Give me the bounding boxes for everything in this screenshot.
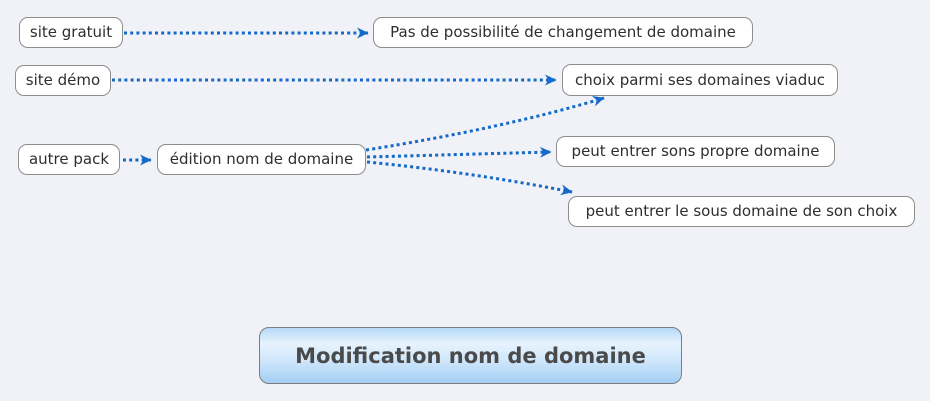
node-site-gratuit[interactable]: site gratuit [19,17,123,48]
node-site-demo[interactable]: site démo [15,65,111,96]
connector-edition-to-propre-domaine [366,146,552,159]
node-edition-nom-de-domaine[interactable]: édition nom de domaine [157,144,366,175]
node-peut-entrer-propre-domaine[interactable]: peut entrer sons propre domaine [556,136,835,167]
node-autre-pack[interactable]: autre pack [18,144,120,175]
node-peut-entrer-sous-domaine[interactable]: peut entrer le sous domaine de son choix [568,196,915,227]
connector-edition-to-sous-domaine [366,160,573,196]
node-pas-de-possibilite[interactable]: Pas de possibilité de changement de doma… [373,17,753,48]
node-choix-domaines-viaduc[interactable]: choix parmi ses domaines viaduc [562,64,838,96]
root-node[interactable]: Modification nom de domaine [259,327,682,384]
